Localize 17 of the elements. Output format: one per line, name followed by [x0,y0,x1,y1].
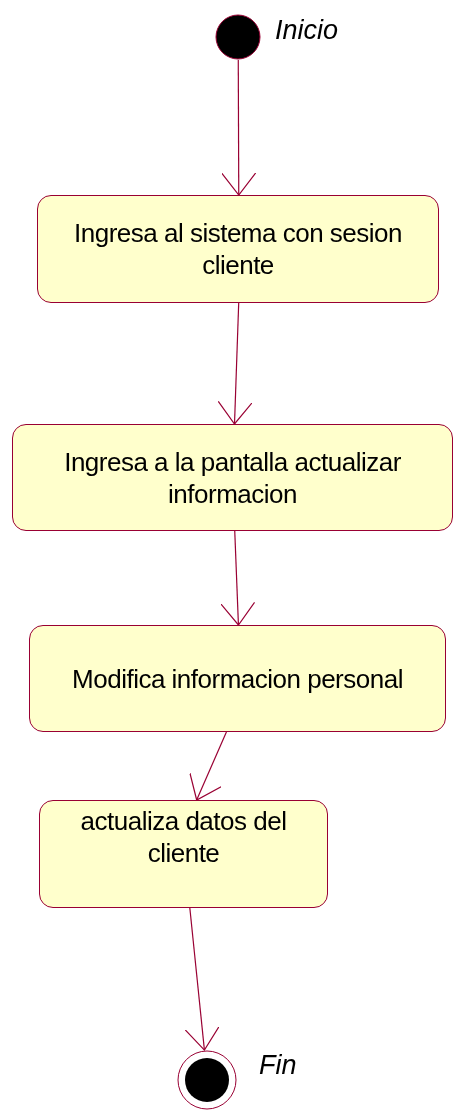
activity-label: actualiza datos del cliente [79,804,288,869]
activity-box [29,625,446,732]
activity-box [37,195,439,303]
arrow [220,530,256,626]
start-node [215,14,261,60]
arrow [184,907,220,1051]
arrow [221,59,257,196]
activity-label: Modifica informacion personal [72,662,403,695]
arrow [217,302,253,425]
activity-label: Ingresa a la pantalla actualizar informacion [63,445,402,510]
activity-label: Ingresa al sistema con sesion cliente [73,217,403,281]
activity-box [39,800,328,908]
end-node [177,1050,237,1110]
arrow [189,731,228,801]
node-caption: Inicio [275,15,339,46]
activity-box [12,424,453,531]
node-caption: Fin [259,1050,297,1081]
